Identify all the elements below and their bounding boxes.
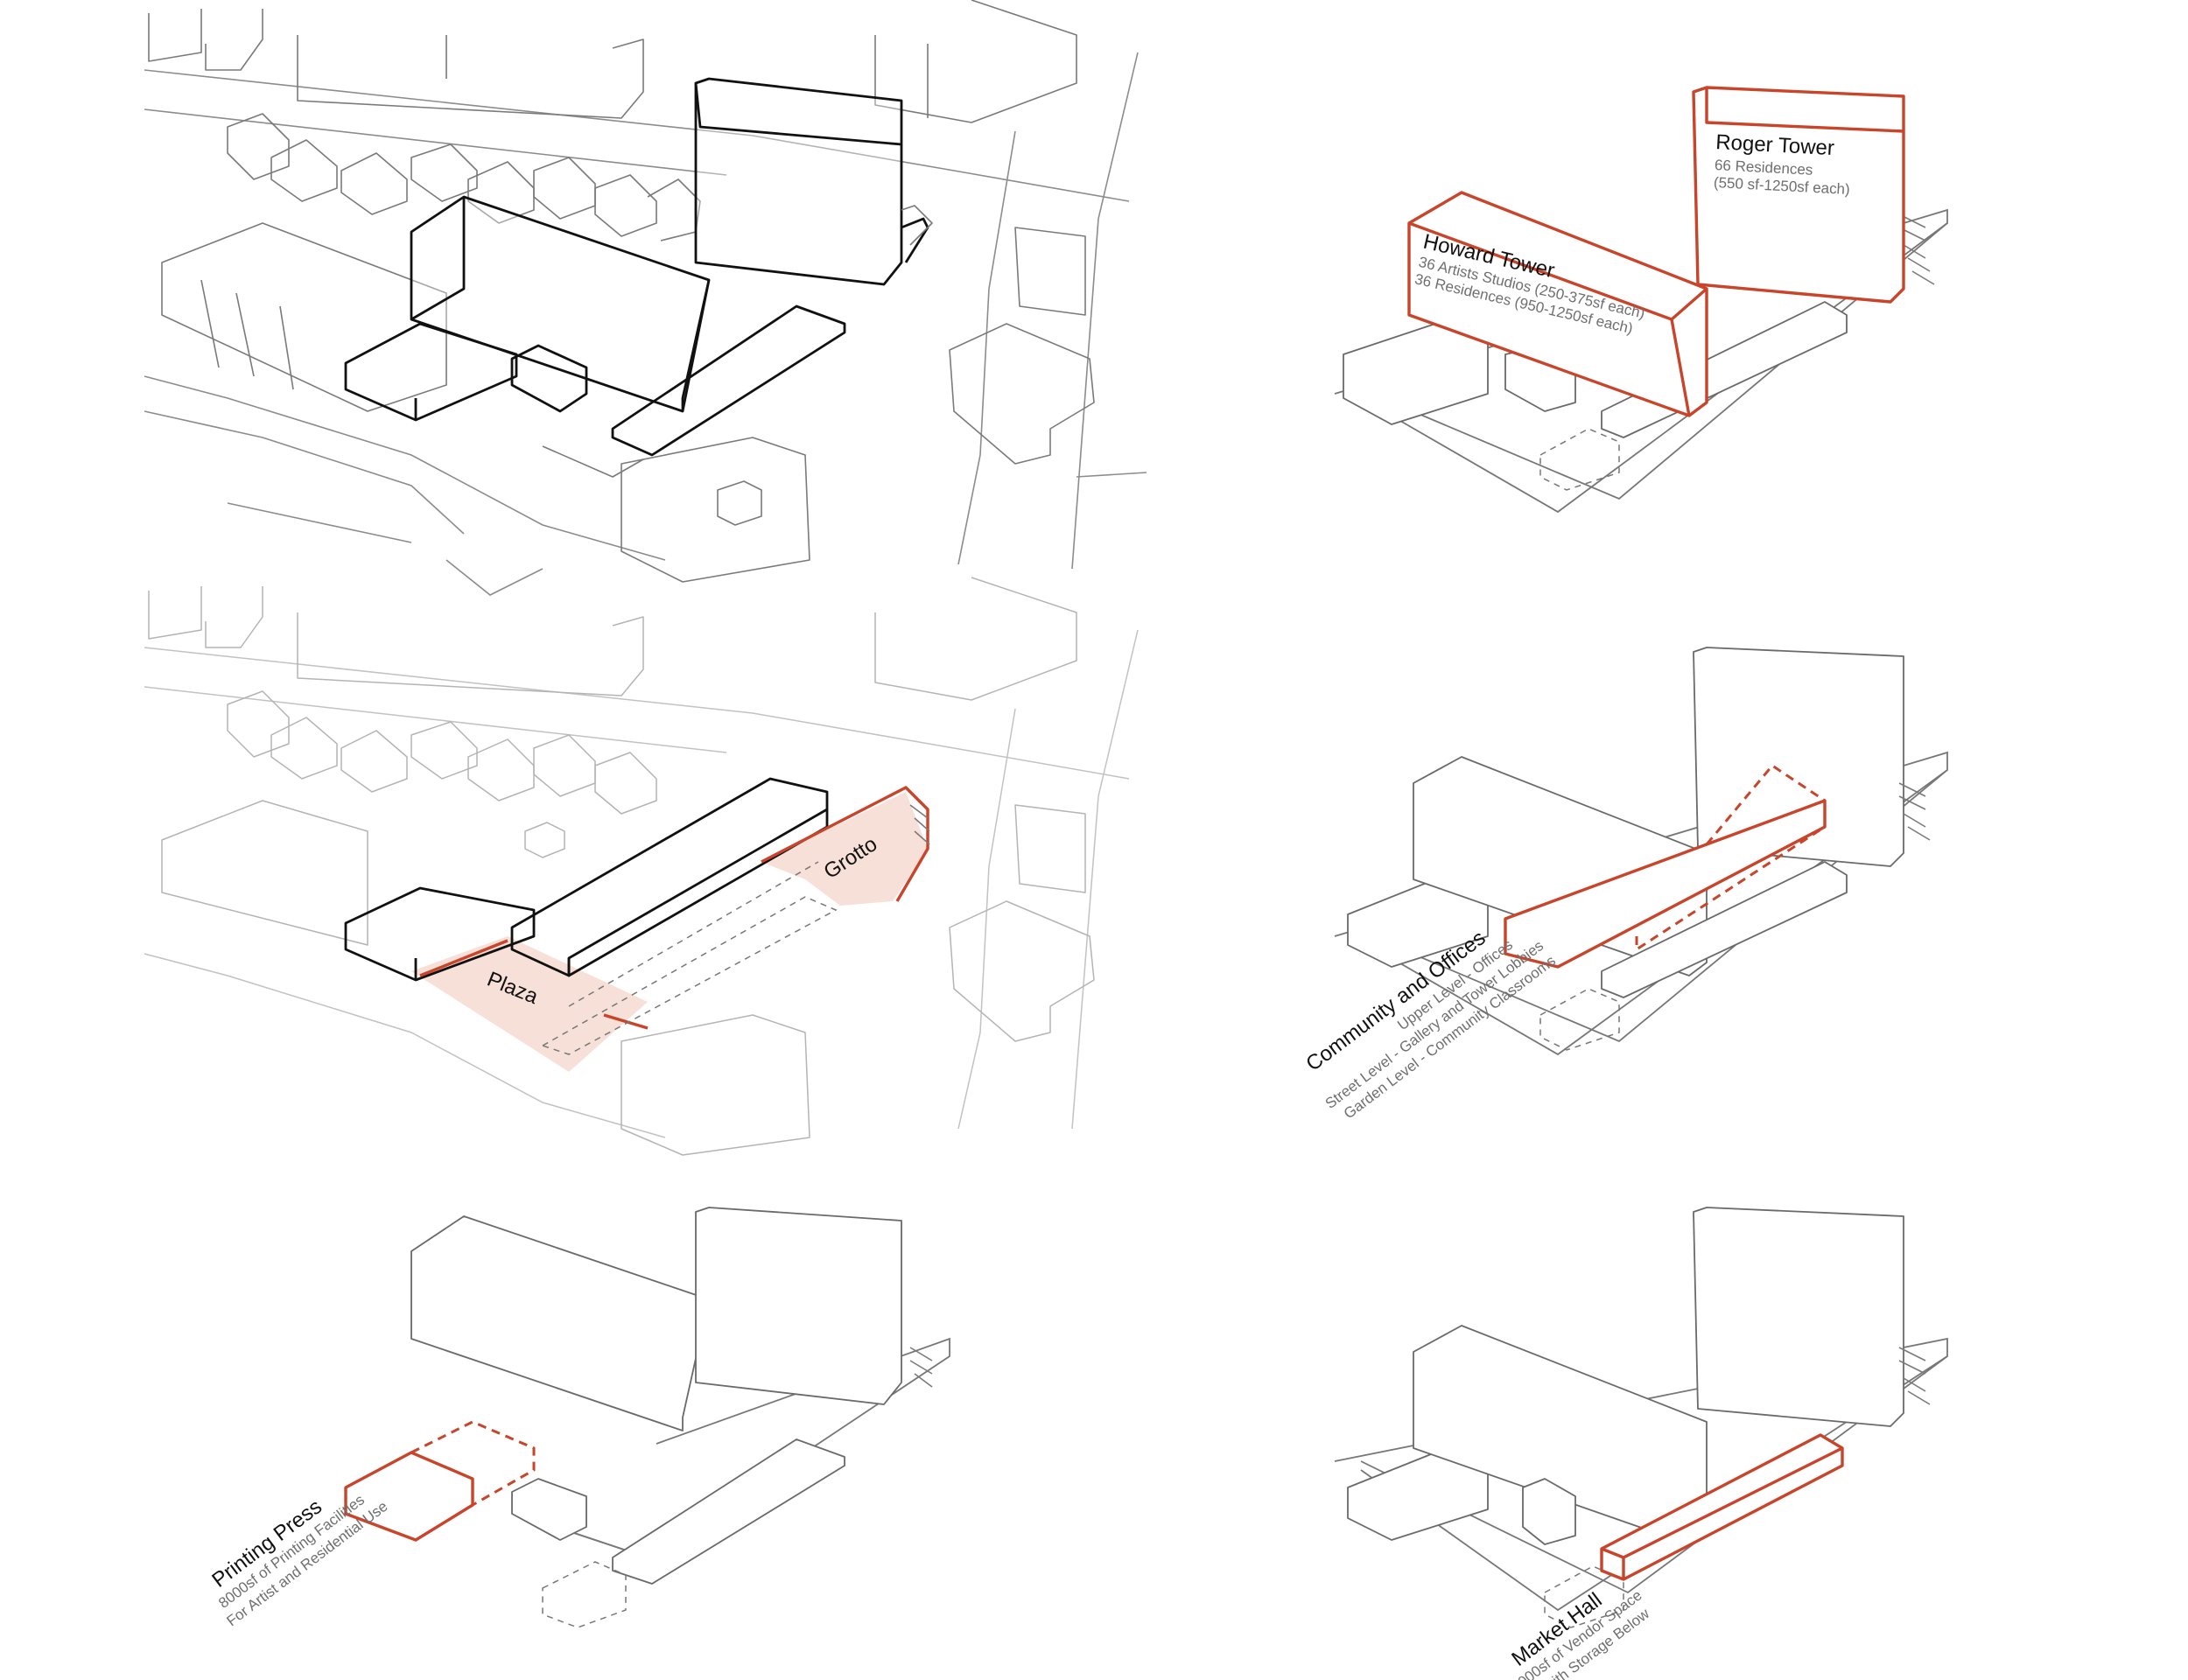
context-buildings: [148, 0, 1095, 583]
market-hall-bar: [1600, 1433, 1844, 1581]
context-roads: [144, 52, 1147, 596]
panel-context-massing: [144, 0, 1147, 596]
howard-tower: [1407, 191, 1708, 417]
community-offices-bar: [1504, 764, 1827, 969]
panel-plaza-grotto: [144, 577, 1139, 1156]
panel-printing-press: [344, 1207, 950, 1628]
context-buildings-light: [144, 577, 1139, 1156]
panel-market-hall: [1334, 1207, 1948, 1628]
printing-press-block: [344, 1420, 536, 1542]
market-hall-label: Market Hall 8000sf of Vendor Space with …: [1507, 1586, 1652, 1680]
panel-towers: [1334, 86, 1948, 514]
plaza-area: [411, 936, 648, 1072]
grotto-area: [761, 792, 928, 906]
proposal-massing-bold: [344, 77, 933, 478]
panel-community-offices: [1334, 647, 1948, 1056]
proposal-base-bold: [344, 777, 930, 1055]
